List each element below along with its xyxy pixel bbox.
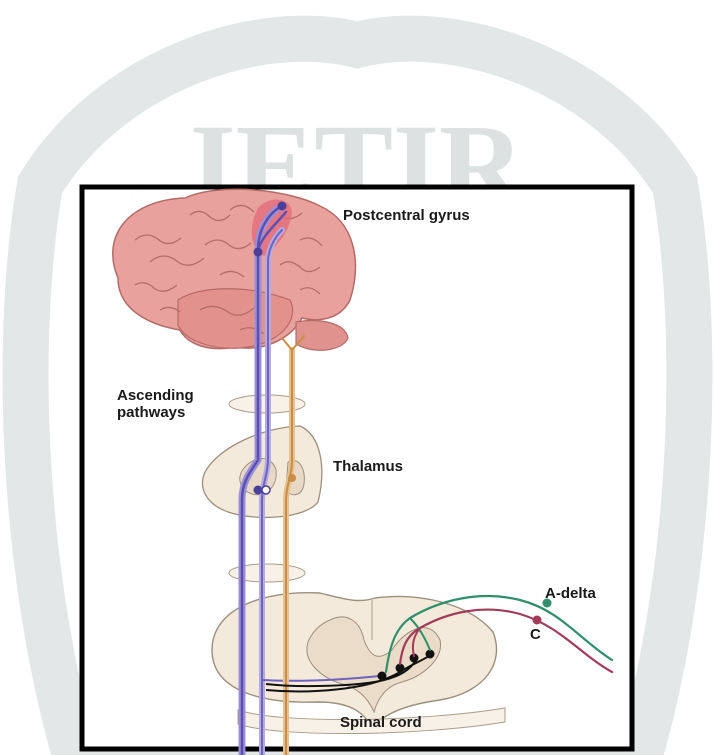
- c-fiber-marker: [533, 616, 542, 625]
- synapse-dot: [254, 486, 263, 495]
- synapse-dot: [254, 248, 263, 257]
- synapse-dot: [278, 202, 287, 211]
- label-ascending-line2: pathways: [117, 404, 185, 421]
- synapse-dot: [262, 486, 270, 494]
- label-ascending-line1: Ascending: [117, 387, 194, 404]
- label-postcentral-gyrus: Postcentral gyrus: [343, 207, 470, 224]
- synapse-dot: [288, 474, 296, 482]
- label-a-delta: A-delta: [545, 585, 596, 602]
- label-spinal-cord: Spinal cord: [340, 714, 422, 731]
- label-c: C: [530, 626, 541, 643]
- label-thalamus: Thalamus: [333, 458, 403, 475]
